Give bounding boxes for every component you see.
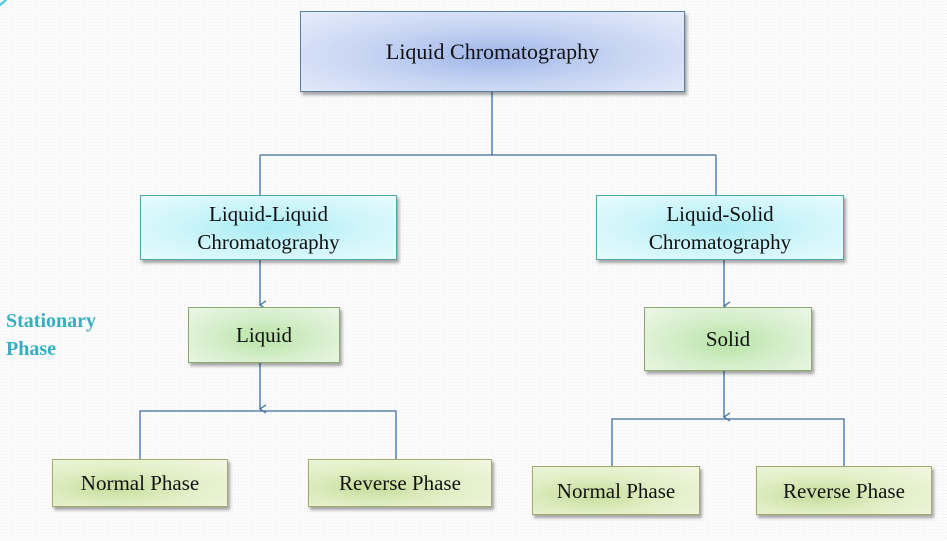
node-label: Solid: [705, 327, 751, 351]
node-label-line2: Chromatography: [648, 229, 792, 254]
node-liquid-stationary: Liquid: [188, 307, 340, 363]
node-ll-reverse-phase: Reverse Phase: [308, 459, 492, 507]
node-ls-normal-phase: Normal Phase: [532, 466, 700, 515]
node-ls-reverse-phase: Reverse Phase: [756, 466, 932, 515]
connector-liquid-children: [139, 410, 397, 459]
node-label: Liquid: [236, 323, 292, 347]
node-solid-stationary: Solid: [644, 307, 812, 371]
stationary-phase-label: Stationary Phase: [6, 307, 96, 363]
node-liquid-liquid-chromatography: Liquid-Liquid Chromatography: [140, 195, 397, 260]
node-label: Normal Phase: [556, 478, 676, 503]
side-label-line1: Stationary: [6, 310, 96, 332]
node-liquid-chromatography: Liquid Chromatography: [300, 11, 685, 92]
connector-root-to-branches: [259, 92, 717, 195]
node-liquid-solid-chromatography: Liquid-Solid Chromatography: [596, 195, 844, 260]
connector-solid-children: [611, 418, 845, 466]
node-label-line1: Liquid-Solid: [666, 201, 774, 226]
node-ll-normal-phase: Normal Phase: [52, 459, 228, 507]
node-label-line1: Liquid-Liquid: [209, 201, 328, 226]
node-label: Normal Phase: [80, 471, 200, 495]
node-label-line2: Chromatography: [197, 229, 340, 254]
side-label-line2: Phase: [6, 338, 56, 360]
node-label: Reverse Phase: [783, 478, 905, 503]
node-label: Liquid Chromatography: [385, 38, 600, 64]
node-label: Reverse Phase: [339, 471, 461, 495]
